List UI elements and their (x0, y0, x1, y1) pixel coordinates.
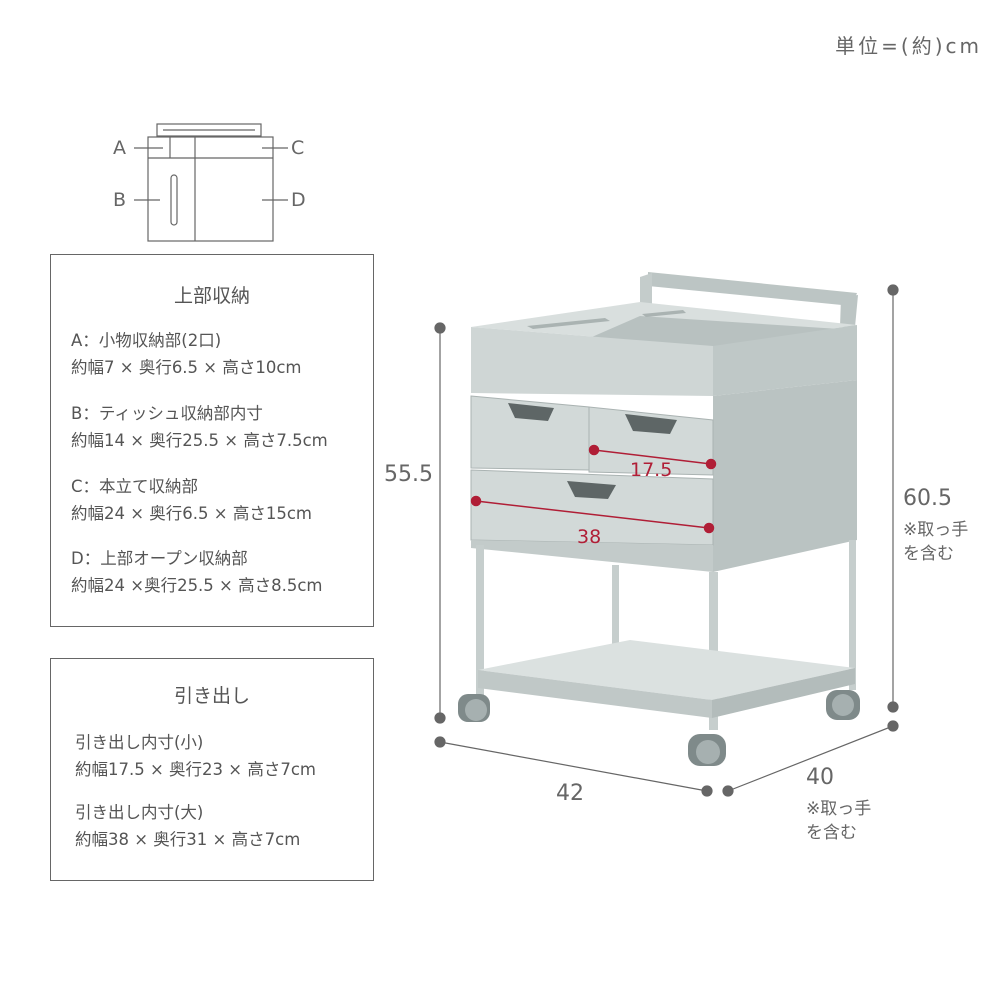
frame (476, 540, 856, 730)
dimension-lines (434, 284, 899, 797)
measure-dot (470, 495, 482, 507)
spec-item-name: D：上部オープン収納部 (71, 549, 248, 568)
unit-label: 単位=(約)cm (835, 34, 982, 58)
large-drawer-width-label: 38 (577, 526, 602, 548)
key-label-a: A (113, 137, 126, 159)
depth-note-2: を含む (806, 823, 857, 843)
spec-item-size: 約幅17.5 × 奥行23 × 高さ7cm (75, 760, 317, 779)
depth-note-1: ※取っ手 (806, 799, 872, 819)
height-body-label: 55.5 (384, 462, 433, 487)
spec-item-name: A：小物収納部(2口) (71, 331, 222, 350)
spec-item-d: D：上部オープン収納部 約幅24 ×奥行25.5 × 高さ8.5cm (71, 545, 323, 599)
height-total-label: 60.5 (903, 486, 952, 511)
spec-drawer-large: 引き出し内寸(大) 約幅38 × 奥行31 × 高さ7cm (75, 799, 300, 853)
spec-item-name: B：ティッシュ収納部内寸 (71, 404, 263, 423)
spec-item-size: 約幅24 ×奥行25.5 × 高さ8.5cm (71, 576, 323, 595)
dimension-dot (887, 284, 899, 296)
spec-item-a: A：小物収納部(2口) 約幅7 × 奥行6.5 × 高さ10cm (71, 327, 302, 381)
spec-drawer-small: 引き出し内寸(小) 約幅17.5 × 奥行23 × 高さ7cm (75, 729, 316, 783)
small-drawer-width-label: 17.5 (630, 459, 673, 481)
dimension-dot (887, 720, 899, 732)
spec-item-size: 約幅24 × 奥行6.5 × 高さ15cm (71, 504, 313, 523)
drawers-box: 引き出し 引き出し内寸(小) 約幅17.5 × 奥行23 × 高さ7cm 引き出… (50, 658, 374, 881)
small-drawer-right-grip (625, 414, 677, 434)
spec-item-c: C：本立て収納部 約幅24 × 奥行6.5 × 高さ15cm (71, 473, 312, 527)
handle-bar (640, 272, 858, 338)
spec-item-name: 引き出し内寸(小) (75, 733, 204, 752)
measure-dot (588, 444, 600, 456)
key-label-d: D (291, 189, 306, 211)
top-box (471, 302, 857, 396)
measure-dot (703, 522, 715, 534)
spec-item-size: 約幅38 × 奥行31 × 高さ7cm (75, 830, 301, 849)
spec-item-size: 約幅7 × 奥行6.5 × 高さ10cm (71, 358, 302, 377)
spec-item-b: B：ティッシュ収納部内寸 約幅14 × 奥行25.5 × 高さ7.5cm (71, 400, 328, 454)
width-label: 42 (556, 781, 584, 806)
spec-item-name: C：本立て収納部 (71, 477, 199, 496)
key-label-b: B (113, 189, 127, 211)
height-total-note-2: を含む (903, 544, 954, 564)
dimension-dot (434, 712, 446, 724)
dimension-dot (887, 701, 899, 713)
depth-label: 40 (806, 765, 834, 790)
spec-item-name: 引き出し内寸(大) (75, 803, 204, 822)
key-diagram-tissue-slot (170, 174, 178, 226)
key-label-c: C (291, 137, 305, 159)
dimension-dot (701, 785, 713, 797)
upper-storage-box: 上部収納 A：小物収納部(2口) 約幅7 × 奥行6.5 × 高さ10cm B：… (50, 254, 374, 627)
drawers-title: 引き出し (173, 685, 250, 707)
small-drawer-left-grip (508, 403, 554, 421)
upper-storage-title: 上部収納 (173, 285, 250, 307)
height-total-note-1: ※取っ手 (903, 520, 969, 540)
dimension-dot (434, 322, 446, 334)
dimension-dot (434, 736, 446, 748)
large-drawer-grip (567, 481, 616, 499)
spec-item-size: 約幅14 × 奥行25.5 × 高さ7.5cm (71, 431, 328, 450)
key-diagram-body (147, 136, 274, 242)
dimension-dot (722, 785, 734, 797)
drawer-measures (470, 444, 717, 534)
measure-dot (705, 458, 717, 470)
casters (458, 690, 860, 766)
key-diagram-handle (156, 123, 262, 137)
